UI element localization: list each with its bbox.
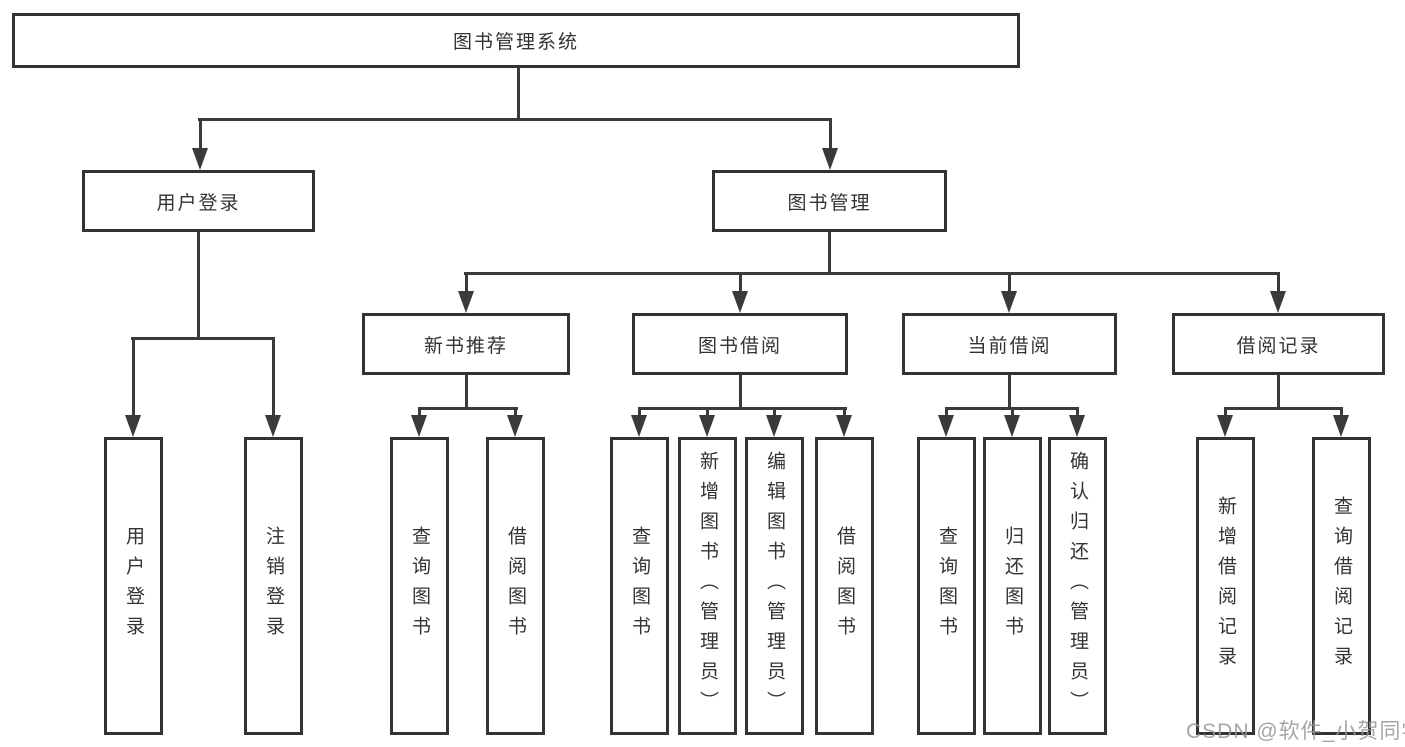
connector-newbook-bar [418, 407, 518, 410]
connector-branch-line [638, 407, 641, 415]
arrow-down-icon [1001, 291, 1017, 313]
connector-branch-line [1011, 407, 1014, 415]
connector-currentborrow-stem [1008, 375, 1011, 407]
arrow-down-icon [458, 291, 474, 313]
leaf-borrow-book: 借阅图书 [815, 437, 874, 735]
connector-branch-line [739, 272, 742, 291]
leaf-add-borrow-record: 新增借阅记录 [1196, 437, 1255, 735]
connector-bookborrow-bar [638, 407, 847, 410]
arrow-down-icon [507, 415, 523, 437]
leaf-user-login: 用户登录 [104, 437, 163, 735]
leaf-query-current-book: 查询图书 [917, 437, 976, 735]
connector-branch-line [514, 407, 517, 415]
arrow-down-icon [265, 415, 281, 437]
connector-root-bar [198, 118, 832, 121]
arrow-down-icon [938, 415, 954, 437]
arrow-down-icon [1004, 415, 1020, 437]
connector-branch-line [706, 407, 709, 415]
node-library-system: 图书管理系统 [12, 13, 1020, 68]
arrow-down-icon [699, 415, 715, 437]
connector-branch-line [843, 407, 846, 415]
connector-branch-line [132, 337, 135, 415]
connector-branch-line [1076, 407, 1079, 415]
leaf-add-book-admin: 新增图书（管理员） [678, 437, 737, 735]
connector-branch-line [1340, 407, 1343, 415]
connector-branch-line [272, 337, 275, 415]
arrow-down-icon [1069, 415, 1085, 437]
connector-borrowrecord-stem [1277, 375, 1280, 407]
connector-branch-line [829, 118, 832, 148]
leaf-confirm-return-admin: 确认归还（管理员） [1048, 437, 1107, 735]
arrow-down-icon [766, 415, 782, 437]
connector-branch-line [1008, 272, 1011, 291]
arrow-down-icon [1217, 415, 1233, 437]
connector-branch-line [199, 118, 202, 148]
connector-borrowrecord-bar [1224, 407, 1343, 410]
connector-bookmgmt-stem [828, 232, 831, 272]
leaf-return-book: 归还图书 [983, 437, 1042, 735]
connector-branch-line [1224, 407, 1227, 415]
connector-userlogin-stem [197, 232, 200, 337]
leaf-logout: 注销登录 [244, 437, 303, 735]
leaf-query-book-recommend: 查询图书 [390, 437, 449, 735]
arrow-down-icon [125, 415, 141, 437]
connector-branch-line [418, 407, 421, 415]
connector-userlogin-bar [131, 337, 275, 340]
node-book-borrow: 图书借阅 [632, 313, 848, 375]
csdn-watermark: CSDN @软件_小贺同学 [1186, 720, 1405, 743]
arrow-down-icon [1270, 291, 1286, 313]
node-current-borrow: 当前借阅 [902, 313, 1117, 375]
node-book-management: 图书管理 [712, 170, 947, 232]
leaf-query-borrow-record: 查询借阅记录 [1312, 437, 1371, 735]
connector-branch-line [1277, 272, 1280, 291]
arrow-down-icon [411, 415, 427, 437]
connector-root-stem [517, 68, 520, 118]
node-user-login: 用户登录 [82, 170, 315, 232]
leaf-query-book: 查询图书 [610, 437, 669, 735]
arrow-down-icon [192, 148, 208, 170]
leaf-edit-book-admin: 编辑图书（管理员） [745, 437, 804, 735]
connector-bookmgmt-bar [464, 272, 1280, 275]
node-borrow-record: 借阅记录 [1172, 313, 1385, 375]
node-new-book-recommend: 新书推荐 [362, 313, 570, 375]
arrow-down-icon [1333, 415, 1349, 437]
connector-newbook-stem [465, 375, 468, 407]
arrow-down-icon [732, 291, 748, 313]
connector-branch-line [773, 407, 776, 415]
arrow-down-icon [822, 148, 838, 170]
leaf-borrow-book-recommend: 借阅图书 [486, 437, 545, 735]
arrow-down-icon [631, 415, 647, 437]
connector-bookborrow-stem [739, 375, 742, 407]
connector-branch-line [465, 272, 468, 291]
arrow-down-icon [836, 415, 852, 437]
connector-branch-line [945, 407, 948, 415]
